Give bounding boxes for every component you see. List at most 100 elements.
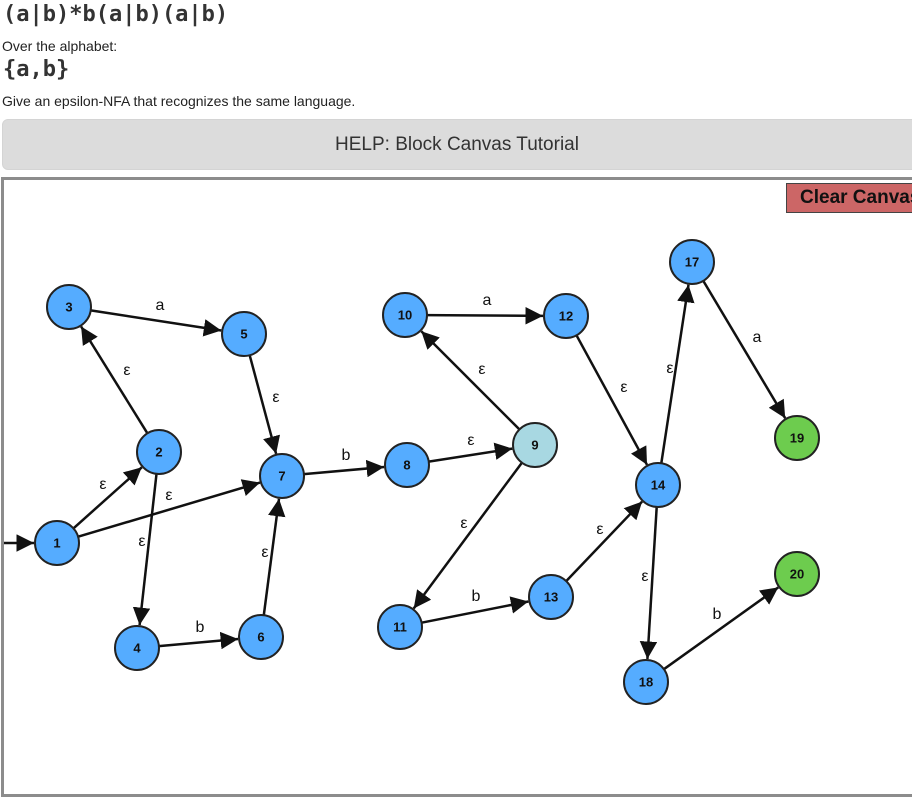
state-1[interactable]: 1 [34, 520, 80, 566]
state-12[interactable]: 12 [543, 293, 589, 339]
state-circle[interactable] [384, 442, 430, 488]
transition-label-2-to-3: ε [123, 362, 130, 379]
state-2[interactable]: 2 [136, 429, 182, 475]
state-label: 7 [278, 468, 285, 483]
state-label: 12 [559, 308, 573, 323]
transition-14-to-18[interactable] [639, 506, 658, 660]
transition-9-to-10[interactable] [420, 330, 521, 431]
state-9[interactable]: 9 [512, 422, 558, 468]
transition-label-9-to-10: ε [478, 361, 485, 378]
transition-label-18-to-20: b [713, 606, 722, 623]
instruction-text: Give an epsilon-NFA that recognizes the … [2, 93, 356, 109]
block-canvas[interactable] [1, 177, 912, 797]
transition-label-5-to-7: ε [272, 389, 279, 406]
transition-label-3-to-5: a [156, 297, 165, 314]
transition-label-11-to-13: b [472, 588, 481, 605]
state-circle[interactable] [259, 453, 305, 499]
transition-17-to-19[interactable] [702, 280, 787, 419]
clear-canvas-button[interactable]: Clear Canvas [786, 183, 912, 213]
transition-5-to-7[interactable] [248, 354, 281, 455]
transition-label-14-to-18: ε [641, 568, 648, 585]
transition-18-to-20[interactable] [663, 586, 780, 671]
state-label: 5 [240, 326, 247, 341]
state-4[interactable]: 4 [114, 625, 160, 671]
state-7[interactable]: 7 [259, 453, 305, 499]
state-circle[interactable] [543, 293, 589, 339]
transition-3-to-5[interactable] [90, 309, 222, 337]
state-circle[interactable] [512, 422, 558, 468]
state-circle[interactable] [34, 520, 80, 566]
transition-12-to-14[interactable] [575, 334, 649, 466]
transition-label-8-to-9: ε [467, 432, 474, 449]
state-circle[interactable] [221, 311, 267, 357]
state-circle[interactable] [114, 625, 160, 671]
transition-label-13-to-14: ε [596, 521, 603, 538]
transition-2-to-3[interactable] [80, 325, 149, 434]
transition-11-to-13[interactable] [421, 596, 529, 624]
state-18[interactable]: 18 [623, 659, 669, 705]
transition-label-10-to-12: a [483, 292, 492, 309]
transition-label-1-to-2: ε [99, 476, 106, 493]
state-label: 11 [393, 619, 407, 634]
transition-6-to-7[interactable] [262, 498, 286, 616]
transition-8-to-9[interactable] [428, 442, 513, 463]
transition-label-9-to-11: ε [460, 515, 467, 532]
state-label: 3 [65, 299, 72, 314]
state-13[interactable]: 13 [528, 574, 574, 620]
transition-label-12-to-14: ε [620, 379, 627, 396]
state-19[interactable]: 19 [774, 415, 820, 461]
state-14[interactable]: 14 [635, 462, 681, 508]
transition-label-4-to-6: b [196, 619, 205, 636]
state-label: 17 [685, 254, 699, 269]
state-circle[interactable] [377, 604, 423, 650]
state-label: 14 [651, 477, 666, 492]
state-11[interactable]: 11 [377, 604, 423, 650]
state-label: 10 [398, 307, 412, 322]
state-17[interactable]: 17 [669, 239, 715, 285]
state-10[interactable]: 10 [382, 292, 428, 338]
state-label: 2 [155, 444, 162, 459]
state-circle[interactable] [382, 292, 428, 338]
state-circle[interactable] [46, 284, 92, 330]
state-label: 19 [790, 430, 804, 445]
state-label: 4 [133, 640, 141, 655]
transition-label-6-to-7: ε [261, 544, 268, 561]
transition-label-14-to-17: ε [666, 360, 673, 377]
alphabet-caption: Over the alphabet: [2, 38, 118, 54]
state-3[interactable]: 3 [46, 284, 92, 330]
accept-state-circle[interactable] [774, 551, 820, 597]
state-label: 8 [403, 457, 410, 472]
state-circle[interactable] [623, 659, 669, 705]
transition-1-to-7[interactable] [77, 479, 261, 538]
transition-10-to-12[interactable] [426, 307, 544, 325]
transition-label-17-to-19: a [753, 329, 762, 346]
state-6[interactable]: 6 [238, 614, 284, 660]
transition-label-2-to-4: ε [138, 533, 145, 550]
state-circle[interactable] [136, 429, 182, 475]
transition-1-to-2[interactable] [72, 466, 143, 530]
transition-label-1-to-7: ε [165, 487, 172, 504]
state-20[interactable]: 20 [774, 551, 820, 597]
transition-14-to-17[interactable] [660, 284, 695, 464]
transition-9-to-11[interactable] [412, 461, 523, 610]
state-circle[interactable] [238, 614, 284, 660]
state-8[interactable]: 8 [384, 442, 430, 488]
state-5[interactable]: 5 [221, 311, 267, 357]
state-label: 20 [790, 566, 804, 581]
state-circle[interactable] [669, 239, 715, 285]
state-circle[interactable] [635, 462, 681, 508]
state-circle[interactable] [528, 574, 574, 620]
transition-13-to-14[interactable] [565, 500, 644, 582]
state-label: 18 [639, 674, 653, 689]
alphabet-heading: {a,b} [3, 57, 70, 82]
transition-2-to-4[interactable] [132, 473, 158, 626]
transition-4-to-6[interactable] [158, 631, 239, 650]
transition-7-to-8[interactable] [303, 459, 385, 478]
state-label: 13 [544, 589, 558, 604]
state-label: 1 [53, 535, 60, 550]
state-label: 6 [257, 629, 264, 644]
accept-state-circle[interactable] [774, 415, 820, 461]
help-tutorial-button[interactable]: HELP: Block Canvas Tutorial [2, 119, 912, 170]
transition-label-7-to-8: b [342, 447, 351, 464]
